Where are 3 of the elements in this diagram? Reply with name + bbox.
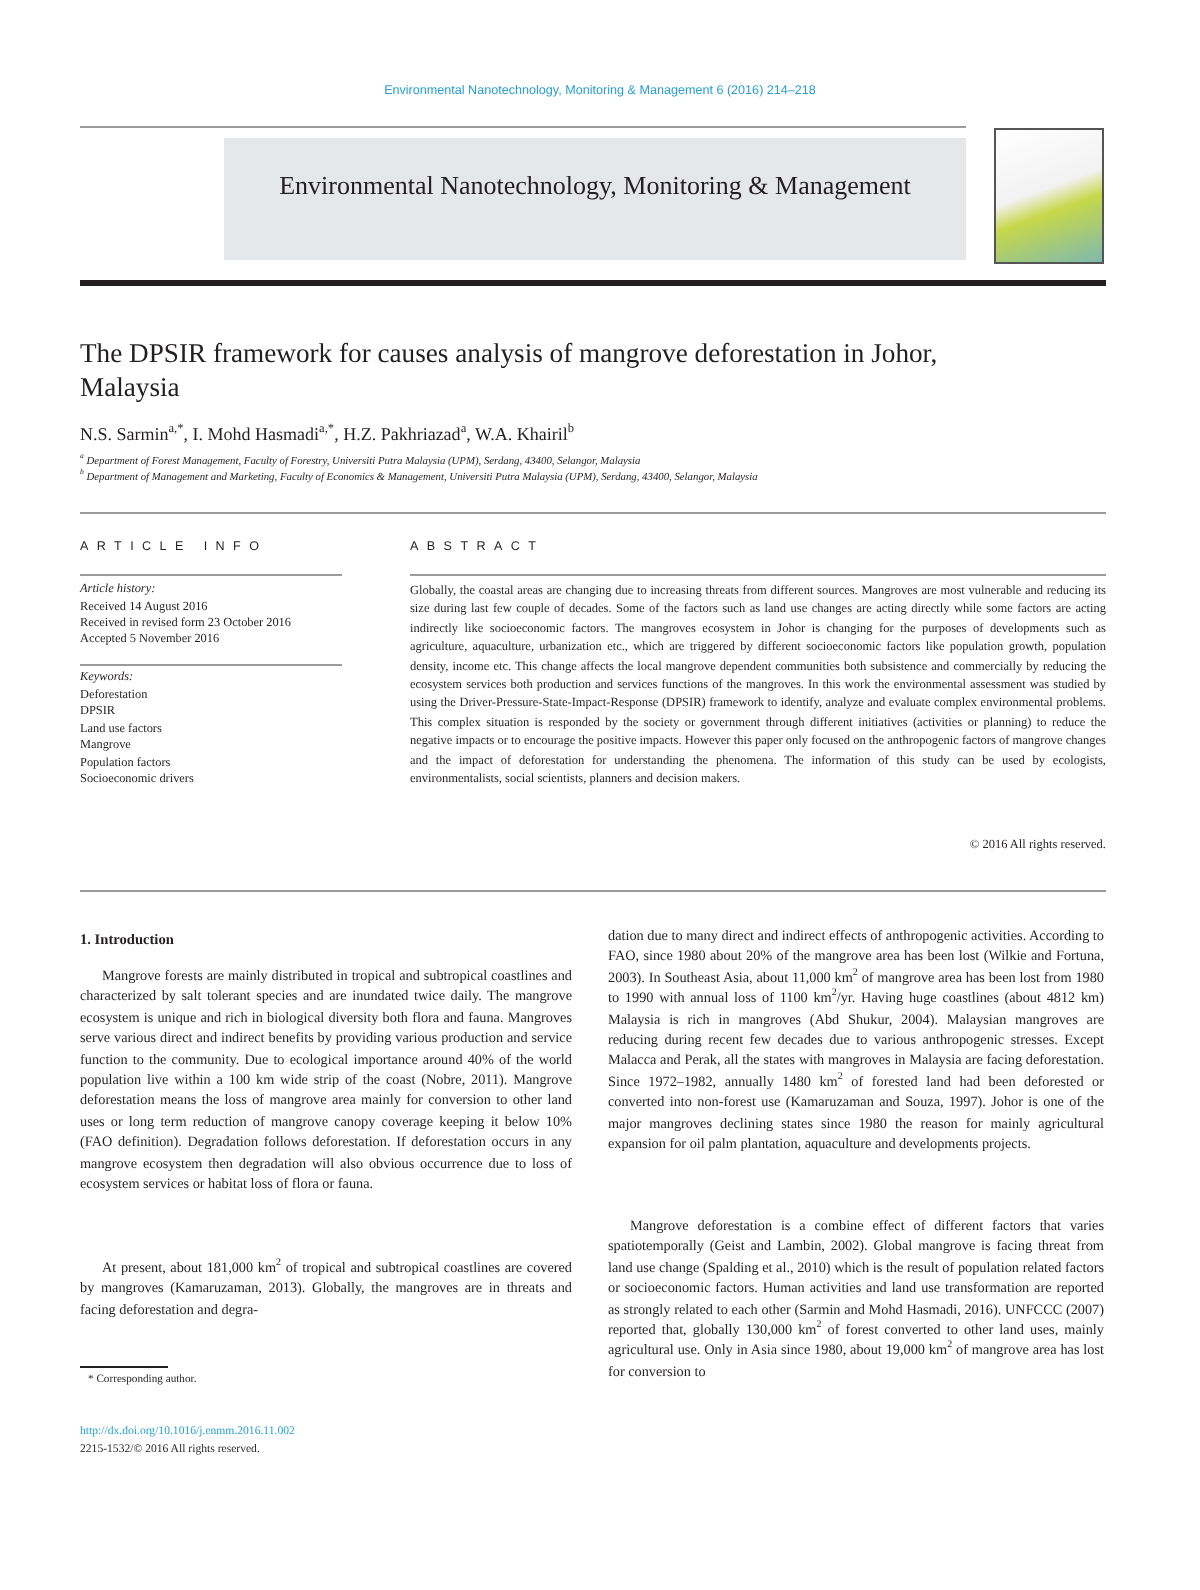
article-title: The DPSIR framework for causes analysis of mangrove deforestation in Johor, Malaysia [80,336,940,404]
journal-name: Environmental Nanotechnology, Monitoring & Management [277,172,913,201]
author-list: N.S. Sarmin$^{a,*}$, I. Mohd Hasmadi$^{a,*}$, H.Z. Pakhriazad$^{a}$, W.A. Khairil$^{b}$ [80,424,1000,446]
